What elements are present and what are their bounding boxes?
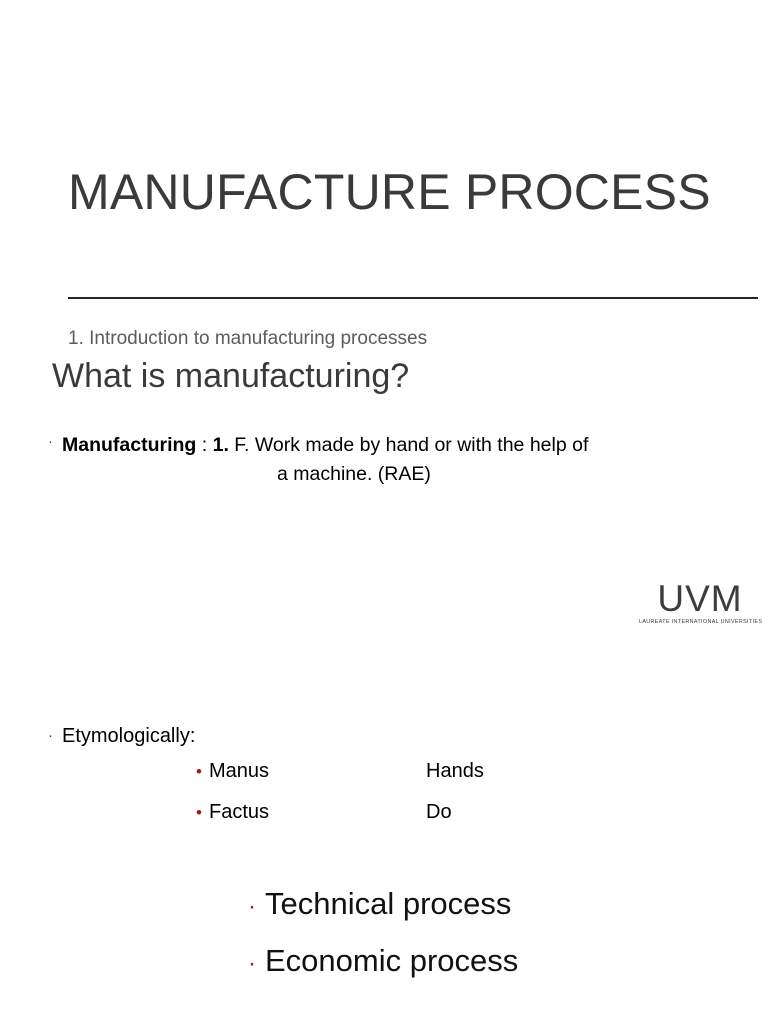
list-item: • Manus Hands: [196, 760, 708, 783]
bullet-icon: •: [196, 803, 202, 822]
etymology-heading: Etymologically:: [62, 725, 196, 747]
etymology-term: Factus: [209, 801, 270, 823]
bullet-icon: ·: [248, 950, 256, 977]
definition-term: Manufacturing: [62, 434, 197, 456]
etymology-heading-row: · Etymologically:: [48, 725, 708, 748]
definition-text: Manufacturing : 1. F. Work made by hand …: [62, 431, 588, 460]
bullet-icon: ·: [248, 893, 256, 920]
page-title: MANUFACTURE PROCESS: [68, 164, 711, 220]
etymology-rows: • Manus Hands • Factus Do: [48, 760, 708, 824]
uvm-logo-tagline: LAUREATE INTERNATIONAL UNIVERSITIES: [639, 619, 763, 625]
title-block: MANUFACTURE PROCESS: [68, 163, 760, 222]
bullet-icon: ·: [48, 433, 53, 450]
section-label: 1. Introduction to manufacturing process…: [68, 328, 428, 349]
etymology-meaning: Hands: [426, 760, 484, 782]
definition-line-1: · Manufacturing : 1. F. Work made by han…: [48, 431, 748, 460]
list-item: · Technical process: [248, 888, 748, 919]
bullet-icon: •: [196, 762, 202, 781]
section-heading: What is manufacturing?: [52, 357, 410, 395]
etymology-meaning: Do: [426, 801, 452, 823]
title-divider: [68, 297, 758, 299]
list-item: • Factus Do: [196, 801, 708, 824]
definition-line-2: a machine. (RAE): [277, 463, 431, 486]
definition-sense-number: 1.: [212, 434, 229, 456]
process-label: Economic process: [265, 943, 519, 978]
uvm-logo-mark: UVM: [657, 578, 743, 619]
etymology-block: · Etymologically: • Manus Hands • Factus…: [48, 725, 708, 842]
process-list: · Technical process · Economic process: [248, 888, 748, 1002]
process-label: Technical process: [265, 886, 512, 921]
definition-separator: :: [196, 434, 213, 456]
etymology-term: Manus: [209, 760, 270, 782]
uvm-logo: UVM LAUREATE INTERNATIONAL UNIVERSITIES: [639, 578, 763, 625]
list-item: · Economic process: [248, 945, 748, 976]
bullet-icon: ·: [48, 727, 53, 744]
definition-body: F. Work made by hand or with the help of: [228, 434, 589, 456]
definition-block: · Manufacturing : 1. F. Work made by han…: [48, 431, 748, 490]
